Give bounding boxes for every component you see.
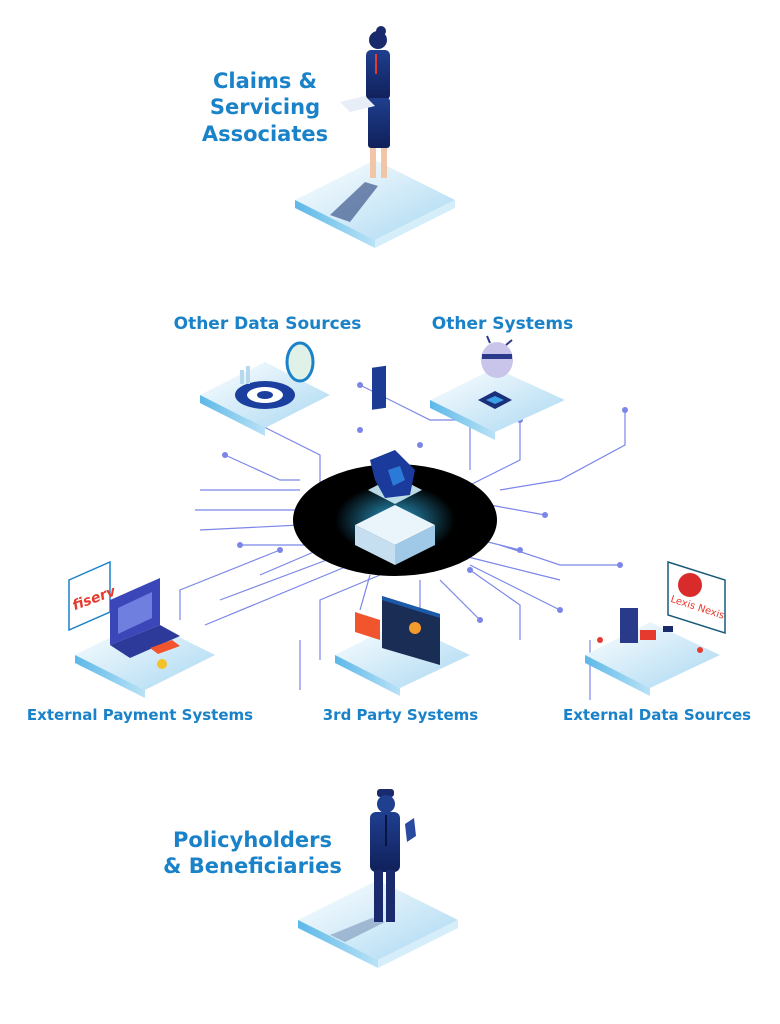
integration-hub — [293, 365, 497, 576]
other-systems-platform — [430, 335, 565, 440]
node-label-other-systems: Other Systems — [431, 314, 574, 334]
top-actor-line: Claims & — [213, 69, 317, 93]
node-label-external-payment-systems: External Payment Systems — [26, 706, 254, 724]
bottom-actor-line: Policyholders — [172, 828, 333, 852]
associate-platform — [295, 160, 455, 248]
third-party-platform — [335, 596, 470, 696]
other-data-sources-platform — [200, 341, 330, 436]
associate-figure-icon — [340, 26, 390, 178]
policyholder-platform — [298, 880, 458, 968]
node-label-other-data-sources: Other Data Sources — [173, 314, 362, 334]
node-label-third-party-systems: 3rd Party Systems — [322, 706, 479, 724]
node-label-external-data-sources: External Data Sources — [562, 706, 752, 724]
external-data-platform — [585, 560, 726, 696]
top-actor-line: Servicing — [209, 95, 321, 120]
bottom-actor-line: & Beneficiaries — [163, 854, 342, 879]
top-actor-line: Associates — [201, 121, 329, 146]
bottom-actor-label: Policyholders & Beneficiaries — [155, 827, 350, 880]
top-actor-label: Claims & Servicing Associates — [190, 68, 340, 147]
external-payment-platform — [68, 560, 215, 698]
circuit-lines — [179, 384, 626, 700]
policyholder-figure-icon — [370, 789, 416, 922]
